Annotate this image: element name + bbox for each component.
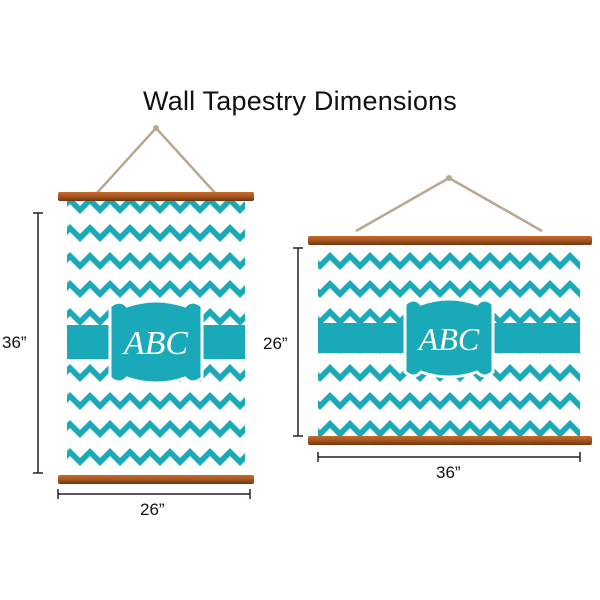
height-dimension-landscape: [293, 247, 303, 437]
height-dimension-portrait: [33, 212, 43, 474]
hanging-rope-landscape: [355, 176, 543, 233]
bottom-dowel-portrait: [58, 475, 254, 484]
rope-knot: [153, 125, 159, 131]
width-dimension-landscape: [317, 452, 581, 462]
width-dimension-portrait: [57, 489, 251, 499]
page-title: Wall Tapestry Dimensions: [143, 86, 457, 116]
monogram-text-portrait: ABC: [122, 325, 189, 362]
top-dowel-landscape: [308, 236, 592, 245]
hanging-rope-portrait: [95, 126, 217, 195]
width-label-portrait: 26”: [140, 500, 165, 519]
height-label-landscape: 26”: [263, 334, 288, 353]
width-label-landscape: 36”: [436, 463, 461, 482]
tapestry-landscape: ABC: [293, 175, 592, 462]
rope-knot: [446, 175, 452, 181]
top-dowel-portrait: [58, 192, 254, 201]
monogram-frame-portrait: ABC: [108, 299, 204, 385]
height-label-portrait: 36”: [2, 333, 27, 352]
monogram-text-landscape: ABC: [417, 321, 480, 357]
tapestry-portrait: ABC: [33, 125, 254, 499]
monogram-frame-landscape: ABC: [403, 297, 495, 379]
bottom-dowel-landscape: [308, 436, 592, 445]
